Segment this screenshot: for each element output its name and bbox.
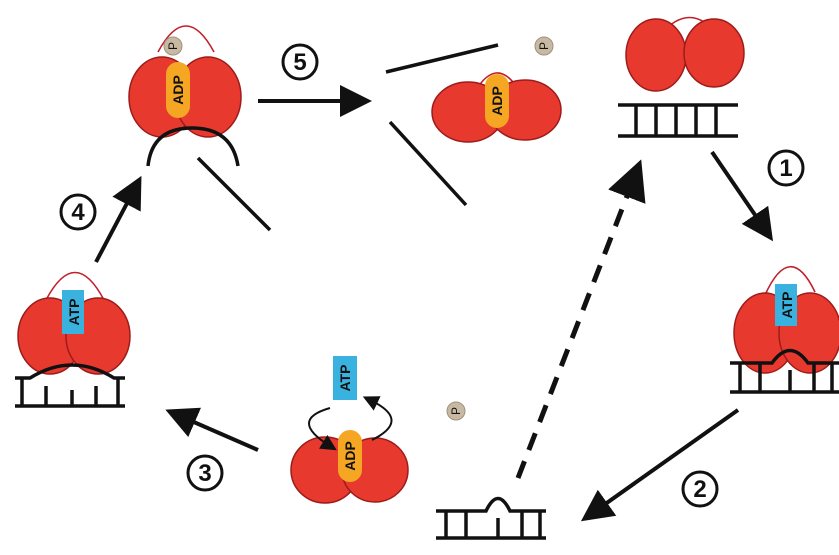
phosphate-label: P [449, 407, 463, 415]
step-1-label: 1 [779, 155, 792, 182]
phosphate-icon: P [534, 36, 554, 56]
state-free-protein [618, 16, 745, 138]
arrow-step-4 [94, 175, 142, 263]
adp-tag [166, 62, 190, 118]
linker-loop [45, 271, 105, 301]
linker-loop [157, 25, 215, 53]
atp-label-incoming: ATP [337, 365, 353, 392]
atp-label: ATP [779, 292, 795, 319]
arrow-dashed-reannealing [515, 159, 646, 479]
arrow-step-3 [165, 407, 259, 452]
step-3-label: 3 [198, 460, 211, 487]
exchange-arrow-in [308, 407, 337, 451]
atp-tag [775, 284, 797, 326]
step-4-badge: 4 [59, 193, 97, 231]
dna-strands-separating [146, 126, 272, 232]
step-4-label: 4 [71, 199, 85, 226]
phosphate-label: P [537, 42, 551, 50]
ssdna-strand-upper [385, 43, 499, 74]
protein-domain-right [683, 18, 745, 88]
atp-tag-incoming [333, 356, 357, 400]
step-3-badge: 3 [186, 454, 224, 492]
phosphate-icon: P [446, 401, 466, 421]
state-adp-pi-strand-separation: ADP P [128, 25, 272, 232]
protein-domain-left [625, 18, 687, 92]
adp-label: ADP [342, 441, 358, 471]
dna-bubble-released [436, 496, 546, 540]
state-atp-bound-bent-dna: ATP [15, 271, 131, 408]
state-atp-bound-dna: ATP [730, 265, 839, 394]
adp-tag [338, 430, 362, 482]
atp-tag [62, 290, 84, 334]
dna-bubble [730, 348, 839, 394]
state-released-adp: ADP P [385, 36, 562, 207]
step-2-badge: 2 [681, 470, 719, 508]
atp-label: ATP [66, 299, 82, 326]
exchange-arrow-out [362, 396, 393, 441]
step-5-badge: 5 [281, 43, 319, 81]
step-2-label: 2 [693, 476, 706, 503]
step-5-label: 5 [293, 49, 306, 76]
adp-label: ADP [170, 75, 186, 105]
dna-bent [15, 363, 125, 408]
dna-duplex [618, 103, 738, 138]
arrow-step-2 [580, 408, 740, 522]
step-1-badge: 1 [767, 149, 805, 187]
ssdna-strand-lower [388, 120, 468, 207]
arrow-step-1 [710, 150, 774, 242]
state-nucleotide-exchange: ADP ATP P [290, 356, 466, 504]
adp-tag [485, 74, 509, 128]
phosphate-icon: P [163, 36, 183, 56]
phosphate-label: P [166, 42, 180, 50]
adp-label: ADP [489, 86, 505, 116]
linker-loop [764, 265, 816, 296]
